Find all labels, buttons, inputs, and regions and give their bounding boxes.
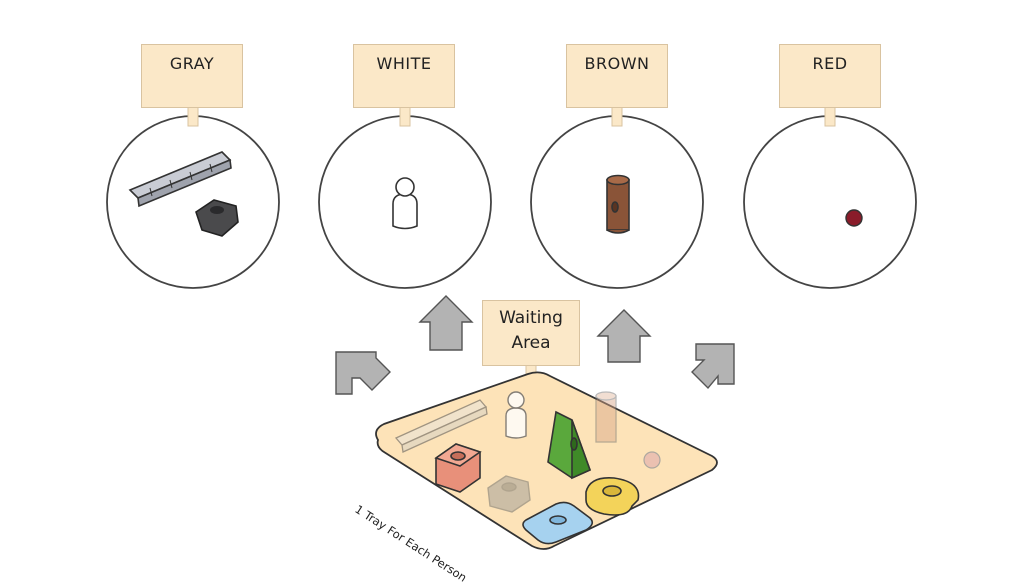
label-card-brown: BROWN bbox=[566, 44, 668, 108]
label-gray: GRAY bbox=[169, 54, 215, 73]
white-peg-figure-icon bbox=[392, 177, 418, 230]
tray-brown-cylinder-piece bbox=[595, 391, 617, 443]
red-bead-icon bbox=[845, 209, 863, 227]
label-brown: BROWN bbox=[584, 54, 650, 73]
tray-orange-cube-piece bbox=[434, 443, 482, 493]
bin-circle-gray bbox=[106, 115, 280, 289]
label-red: RED bbox=[812, 54, 848, 73]
arrow-to-white bbox=[418, 295, 474, 351]
tray-blue-tile-piece bbox=[522, 501, 594, 545]
waiting-area-card: Waiting Area bbox=[482, 300, 580, 366]
bin-circle-red bbox=[743, 115, 917, 289]
arrow-to-red bbox=[691, 343, 735, 390]
label-card-white: WHITE bbox=[353, 44, 455, 108]
gray-block-icon bbox=[195, 199, 239, 237]
tray-rail-piece bbox=[394, 399, 488, 453]
tray-red-bead-piece bbox=[643, 451, 661, 469]
label-card-red: RED bbox=[779, 44, 881, 108]
arrow-to-brown bbox=[596, 309, 652, 363]
tray-gray-block-piece bbox=[487, 475, 531, 513]
waiting-area-line1: Waiting bbox=[499, 308, 563, 328]
tray-white-figure-piece bbox=[505, 391, 527, 439]
gray-rail-icon bbox=[128, 151, 232, 208]
label-card-gray: GRAY bbox=[141, 44, 243, 108]
sort-arrows bbox=[335, 295, 735, 395]
tray-green-wedge-piece bbox=[547, 410, 592, 480]
brown-cylinder-icon bbox=[606, 174, 630, 234]
label-white: WHITE bbox=[376, 54, 432, 73]
arrow-to-gray bbox=[335, 351, 391, 395]
waiting-area-line2: Area bbox=[511, 333, 551, 353]
tray-yellow-ring-piece bbox=[585, 476, 640, 516]
